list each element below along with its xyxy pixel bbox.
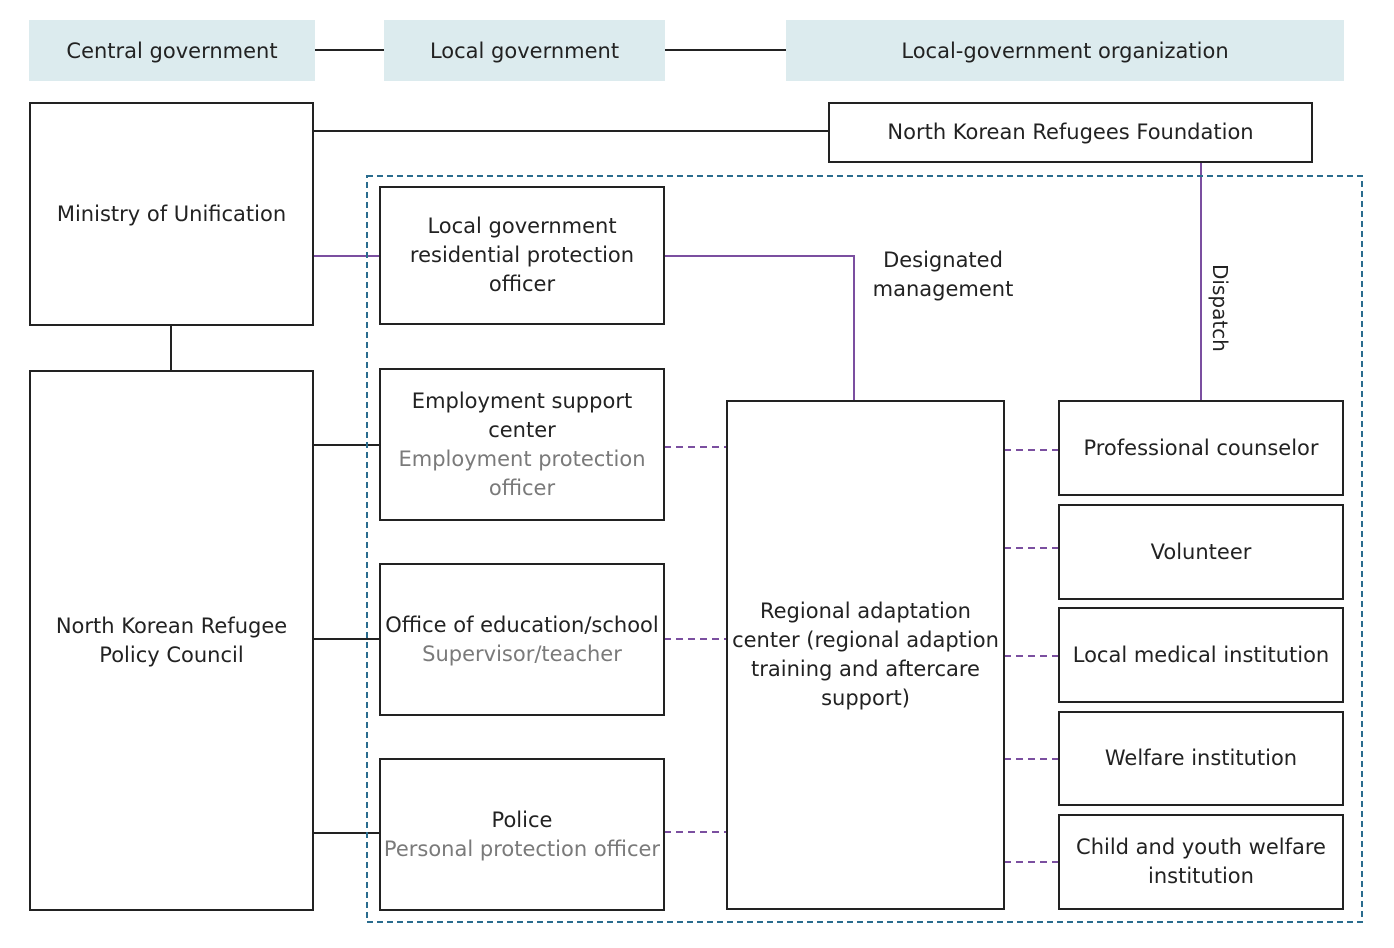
residential-protection-officer-box: Local government residential protection … — [379, 186, 665, 325]
office-of-education-box: Office of education/school Supervisor/te… — [379, 563, 665, 716]
header-organization-label: Local-government organization — [901, 38, 1229, 63]
header-local-government: Local government — [384, 20, 665, 81]
foundation-label: North Korean Refugees Foundation — [887, 120, 1254, 144]
medical-label: Local medical institution — [1072, 642, 1330, 667]
police-box: Police Personal protection officer — [379, 758, 665, 911]
ministry-of-unification-box: Ministry of Unification — [29, 102, 314, 326]
residential-label: Local government residential protection … — [409, 214, 635, 296]
education-subtitle: Supervisor/teacher — [422, 641, 622, 666]
policy-council-label: North Korean Refugee Policy Council — [55, 613, 288, 667]
local-medical-institution-box: Local medical institution — [1058, 607, 1344, 703]
designated-management-label: Designated management — [868, 246, 1018, 304]
welfare-label: Welfare institution — [1104, 746, 1298, 770]
header-local-label: Local government — [429, 38, 620, 63]
counselor-label: Professional counselor — [1083, 435, 1319, 460]
child-welfare-label: Child and youth welfare institution — [1076, 835, 1326, 888]
header-central-label: Central government — [66, 38, 278, 63]
police-title: Police — [491, 807, 553, 832]
employment-title: Employment support center — [411, 388, 633, 442]
volunteer-box: Volunteer — [1058, 504, 1344, 600]
dispatch-text: Dispatch — [1208, 264, 1232, 352]
police-subtitle: Personal protection officer — [383, 836, 661, 861]
employment-subtitle: Employment protection officer — [398, 446, 646, 500]
designated-text: Designated management — [872, 248, 1014, 301]
refugees-foundation-box: North Korean Refugees Foundation — [828, 102, 1313, 163]
ministry-label: Ministry of Unification — [56, 201, 287, 226]
regional-adaptation-center-box: Regional adaptation center (regional ada… — [726, 400, 1005, 910]
header-central-government: Central government — [29, 20, 315, 81]
header-local-government-organization: Local-government organization — [786, 20, 1344, 81]
policy-council-box: North Korean Refugee Policy Council — [29, 370, 314, 911]
child-youth-welfare-box: Child and youth welfare institution — [1058, 814, 1344, 910]
regional-label: Regional adaptation center (regional ada… — [732, 599, 999, 710]
education-title: Office of education/school — [385, 612, 659, 637]
welfare-institution-box: Welfare institution — [1058, 711, 1344, 806]
employment-support-center-box: Employment support center Employment pro… — [379, 368, 665, 521]
professional-counselor-box: Professional counselor — [1058, 400, 1344, 496]
dispatch-label: Dispatch — [1208, 264, 1232, 352]
volunteer-label: Volunteer — [1150, 539, 1252, 564]
